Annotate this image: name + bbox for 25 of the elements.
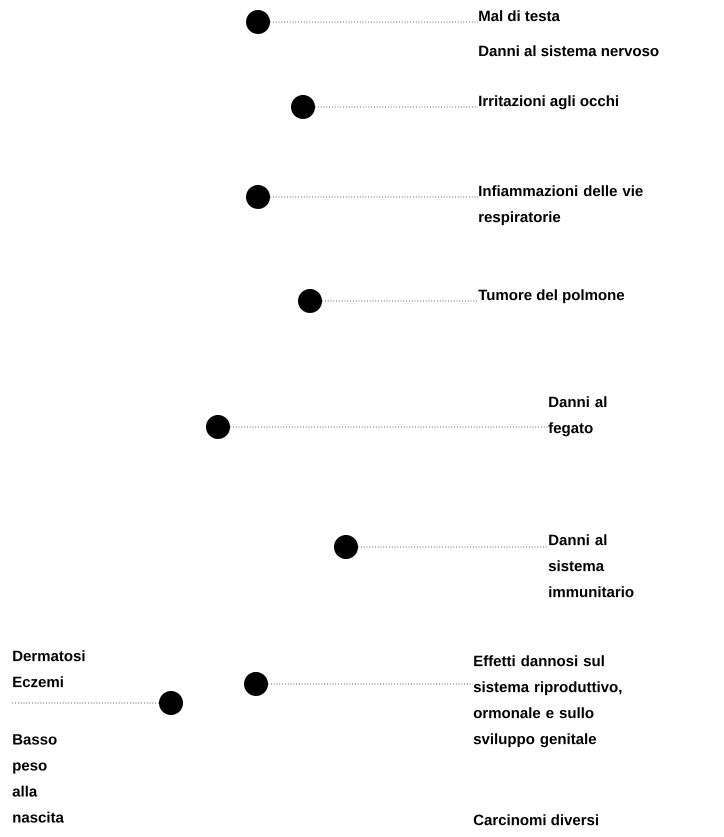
leader-line xyxy=(270,196,478,198)
leader-line xyxy=(358,546,548,548)
effect-label: Infiammazioni delle vie respiratorie xyxy=(479,185,643,226)
leader-line xyxy=(314,106,478,108)
bullet-dot xyxy=(291,95,315,119)
bullet-dot xyxy=(244,672,268,696)
effect-label: Tumore del polmone xyxy=(478,289,624,304)
leader-line xyxy=(322,300,478,302)
bullet-dot xyxy=(159,691,183,715)
bullet-dot xyxy=(246,185,270,209)
bullet-dot xyxy=(298,289,322,313)
leader-line xyxy=(12,702,160,704)
effect-label: Carcinomi diversi xyxy=(474,814,598,826)
bullet-dot xyxy=(206,415,230,439)
effect-label: Irritazioni agli occhi xyxy=(479,95,618,110)
effect-label: Mal di testa xyxy=(479,10,560,22)
effect-label: Danni al sistema immunitario xyxy=(548,534,634,598)
bullet-dot xyxy=(246,10,270,34)
effect-label: Danni al sistema nervoso xyxy=(479,45,658,56)
effect-label: Dermatosi Eczemi xyxy=(13,650,84,688)
effect-label: Basso peso alla nascita xyxy=(12,734,64,823)
bullet-dot xyxy=(334,535,358,559)
leader-line xyxy=(230,426,548,428)
effect-label: Danni al fegato xyxy=(548,396,606,436)
effect-label: Effetti dannosi sul sistema riproduttivo, ormonale e sullo sviluppo genitale xyxy=(474,655,622,748)
